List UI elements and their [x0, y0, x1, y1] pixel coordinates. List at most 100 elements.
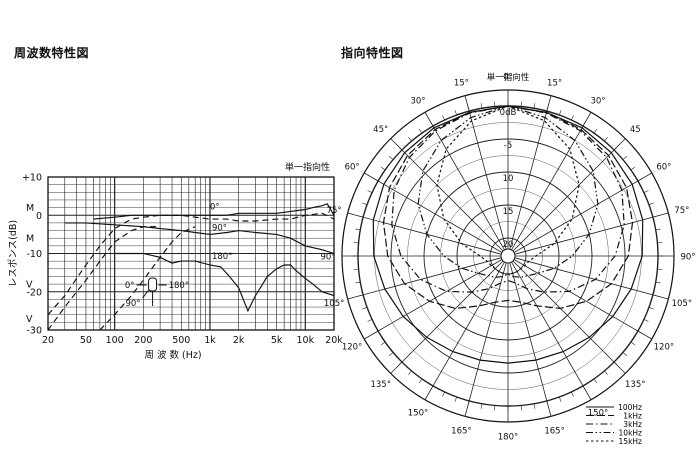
angle-tick: [454, 396, 457, 402]
angle-spoke: [347, 257, 502, 300]
angle-spoke: [512, 260, 626, 374]
angle-tick: [358, 294, 364, 297]
response-curve: [64, 222, 335, 255]
angle-tick: [546, 106, 549, 112]
angle-tick: [622, 352, 627, 356]
angle-label: 0°: [503, 73, 513, 83]
angle-label: 105°: [324, 299, 344, 309]
angle-label: 165°: [544, 426, 564, 436]
angle-tick: [582, 121, 586, 127]
angle-tick: [430, 385, 434, 391]
angle-tick: [604, 137, 608, 142]
level-label: 20: [503, 240, 514, 250]
legend-label: 100Hz: [618, 403, 642, 412]
angle-label: 165°: [451, 426, 471, 436]
angle-spoke: [514, 257, 669, 300]
response-curve: [47, 212, 335, 316]
angle-spoke: [509, 262, 552, 417]
level-label: -5: [504, 141, 512, 151]
angle-tick: [380, 341, 386, 346]
response-curve: [93, 203, 335, 220]
curve-marker-label: M: [26, 234, 34, 245]
angle-tick: [480, 103, 483, 109]
angle-tick: [373, 178, 379, 182]
x-tick-label: 50: [80, 335, 92, 346]
angle-label: 120°: [342, 343, 362, 353]
level-label: 0dB: [500, 108, 517, 118]
angle-tick: [362, 307, 368, 310]
angle-tick: [389, 352, 394, 356]
angle-label: 120°: [654, 343, 674, 353]
angle-tick: [467, 106, 470, 112]
angle-label: 45°: [373, 125, 388, 135]
angle-tick: [571, 391, 574, 397]
angle-tick: [408, 370, 412, 375]
polar-pattern-curve: [436, 105, 580, 275]
angle-label: 180°: [498, 433, 518, 443]
angle-tick: [398, 361, 403, 366]
response-curve: [47, 226, 161, 331]
center-hub: [500, 248, 516, 264]
angle-tick: [480, 403, 483, 409]
x-tick-label: 5k: [271, 335, 283, 346]
angle-tick: [655, 281, 661, 284]
angle-label: 15°: [547, 79, 562, 89]
angle-label: 60°: [656, 163, 671, 173]
response-curve: [99, 226, 196, 331]
angle-label: 15°: [454, 79, 469, 89]
curve-marker-label: V: [26, 314, 33, 325]
y-tick-label: +10: [22, 173, 42, 184]
angle-spoke: [424, 112, 505, 251]
frequency-response-title: 周波数特性図: [14, 46, 90, 60]
level-label: 10: [503, 174, 514, 184]
angle-spoke: [513, 259, 652, 340]
angle-spoke: [390, 260, 504, 374]
angle-tick: [398, 146, 403, 151]
angle-tick: [613, 361, 618, 366]
x-tick-label: 200: [134, 335, 152, 346]
angle-tick: [358, 215, 364, 218]
angle-tick: [655, 228, 661, 231]
angle-tick: [622, 156, 627, 160]
x-tick-label: 2k: [233, 335, 245, 346]
response-curve: [114, 252, 335, 313]
angle-label: 30°: [410, 97, 425, 107]
curve-marker-label: M: [26, 203, 34, 214]
angle-tick: [630, 341, 636, 346]
angle-tick: [593, 128, 598, 134]
angle-label: 75°: [674, 206, 689, 216]
angle-spoke: [511, 112, 592, 251]
y-tick-label: 0: [36, 211, 42, 222]
x-tick-label: 500: [172, 335, 190, 346]
angle-tick: [408, 137, 412, 142]
angle-label: 90°: [680, 253, 695, 263]
angle-tick: [593, 378, 598, 384]
inset-back-label: 180°: [169, 281, 189, 291]
angle-tick: [355, 281, 361, 284]
pattern-label: 単一指向性: [487, 72, 530, 83]
legend-label: 15kHz: [619, 437, 643, 446]
angle-tick: [637, 178, 643, 182]
angle-spoke: [390, 138, 504, 252]
angle-tick: [559, 110, 562, 116]
x-tick-label: 10k: [297, 335, 315, 346]
angle-tick: [367, 319, 373, 322]
x-axis-label: 周 波 数 (Hz): [144, 349, 201, 361]
angle-label: 135°: [625, 380, 645, 390]
legend-label: 3kHz: [623, 420, 642, 429]
angle-label: 150°: [588, 408, 608, 418]
pattern-label: 単一指向性: [285, 161, 330, 173]
angle-tick: [418, 378, 423, 384]
angle-spoke: [364, 259, 503, 340]
y-tick-label: -20: [26, 287, 42, 298]
inset-side-label: 90°: [125, 299, 140, 309]
curve-label: 90°: [212, 224, 227, 234]
polar-pattern-title: 指向特性図: [341, 46, 404, 60]
angle-tick: [373, 330, 379, 334]
y-tick-label: -10: [26, 249, 42, 260]
angle-label: 105°: [672, 299, 692, 309]
angle-spoke: [509, 95, 552, 250]
angle-tick: [571, 115, 574, 121]
angle-label: 90°: [320, 253, 335, 263]
legend-label: 1kHz: [623, 412, 642, 421]
